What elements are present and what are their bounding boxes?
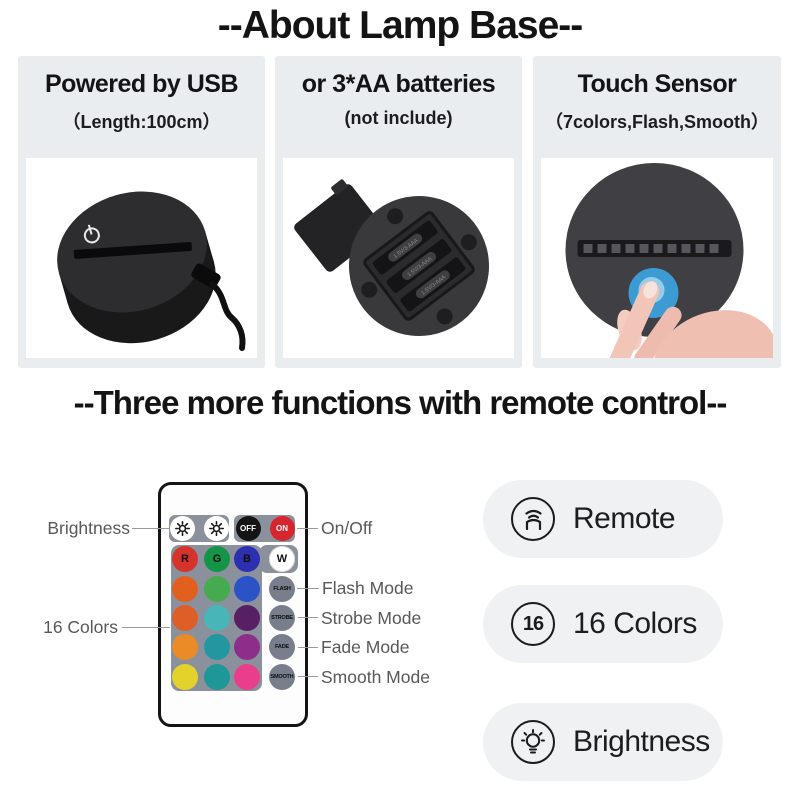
usb-lamp-base-photo xyxy=(26,158,257,358)
badge-label: 16 Colors xyxy=(573,607,697,640)
usb-cable xyxy=(209,281,246,351)
key-smooth: SMOOTH xyxy=(269,663,295,690)
key-r: R xyxy=(172,546,198,572)
battery-compartment-illustration: 1.5V/3-AAA 1.5V/3-AAA 1.5V/3-AAA xyxy=(294,179,489,336)
brightness-down-button xyxy=(170,516,195,541)
leader-line xyxy=(298,617,318,618)
leader-line xyxy=(297,588,319,589)
sun-icon xyxy=(175,521,190,536)
brightness-icon xyxy=(511,720,555,764)
touch-sensor-illustration xyxy=(565,163,773,358)
leader-line xyxy=(132,528,169,529)
badge-brightness: Brightness xyxy=(483,703,723,781)
callout-fade-mode: Fade Mode xyxy=(321,637,410,657)
callout-flash-mode: Flash Mode xyxy=(322,578,414,598)
color-key xyxy=(172,575,198,602)
feature-title: or 3*AA batteries xyxy=(301,70,496,98)
leader-line xyxy=(298,647,318,648)
callout-brightness: Brightness xyxy=(47,518,130,538)
color-key xyxy=(204,605,230,631)
color-key xyxy=(204,663,230,690)
on-button: ON xyxy=(269,516,295,541)
callout-strobe-mode: Strobe Mode xyxy=(321,608,422,628)
icon-16-text: 16 xyxy=(522,612,544,635)
leader-line xyxy=(297,528,318,529)
feature-title: Touch Sensor xyxy=(577,70,737,98)
key-flash: FLASH xyxy=(269,575,295,602)
color-key xyxy=(234,634,260,660)
badge-label: Brightness xyxy=(573,725,710,758)
touch-sensor-photo xyxy=(541,158,773,358)
badge-16-colors: 16 16 Colors xyxy=(483,585,723,663)
callout-on-off: On/Off xyxy=(321,518,373,538)
off-button: OFF xyxy=(235,516,261,541)
key-w: W xyxy=(269,546,295,572)
key-strobe: STROBE xyxy=(269,605,295,631)
callout-16-colors: 16 Colors xyxy=(43,617,118,637)
battery-compartment-photo: 1.5V/3-AAA 1.5V/3-AAA 1.5V/3-AAA xyxy=(283,158,514,358)
16-circle-icon: 16 xyxy=(511,602,555,646)
feature-panel-touch: Touch Sensor （7colors,Flash,Smooth） xyxy=(533,56,781,368)
battery-cover xyxy=(294,179,384,272)
key-fade: FADE xyxy=(269,634,295,660)
feature-title: Powered by USB xyxy=(44,70,239,98)
color-key xyxy=(172,663,198,690)
color-key xyxy=(204,634,230,660)
brightness-up-button xyxy=(204,516,229,541)
leader-line xyxy=(298,676,318,677)
feature-subtitle: （7colors,Flash,Smooth） xyxy=(544,112,770,132)
feature-subtitle: (not include) xyxy=(344,108,453,128)
feature-panel-usb: Powered by USB （Length:100cm） xyxy=(18,56,265,368)
sun-icon xyxy=(209,521,224,536)
badge-remote: Remote xyxy=(483,480,723,558)
key-b: B xyxy=(234,546,260,572)
leader-line xyxy=(122,627,170,628)
color-key xyxy=(204,575,230,602)
hand xyxy=(609,281,773,358)
badge-label: Remote xyxy=(573,502,676,535)
section2-title: --Three more functions with remote contr… xyxy=(73,384,728,421)
color-key xyxy=(234,575,260,602)
color-key xyxy=(172,634,198,660)
lamp-base-bottom: 1.5V/3-AAA 1.5V/3-AAA 1.5V/3-AAA xyxy=(349,196,489,336)
lamp-base-usb-illustration xyxy=(57,191,246,351)
power-icon xyxy=(83,224,100,244)
color-key xyxy=(172,605,198,631)
feature-subtitle: （Length:100cm） xyxy=(62,112,221,132)
remote-icon xyxy=(511,497,555,541)
color-key xyxy=(234,605,260,631)
page-title: --About Lamp Base-- xyxy=(217,4,584,47)
feature-panel-battery: or 3*AA batteries (not include) xyxy=(275,56,522,368)
callout-smooth-mode: Smooth Mode xyxy=(321,667,430,687)
color-key xyxy=(234,663,260,690)
key-g: G xyxy=(204,546,230,572)
